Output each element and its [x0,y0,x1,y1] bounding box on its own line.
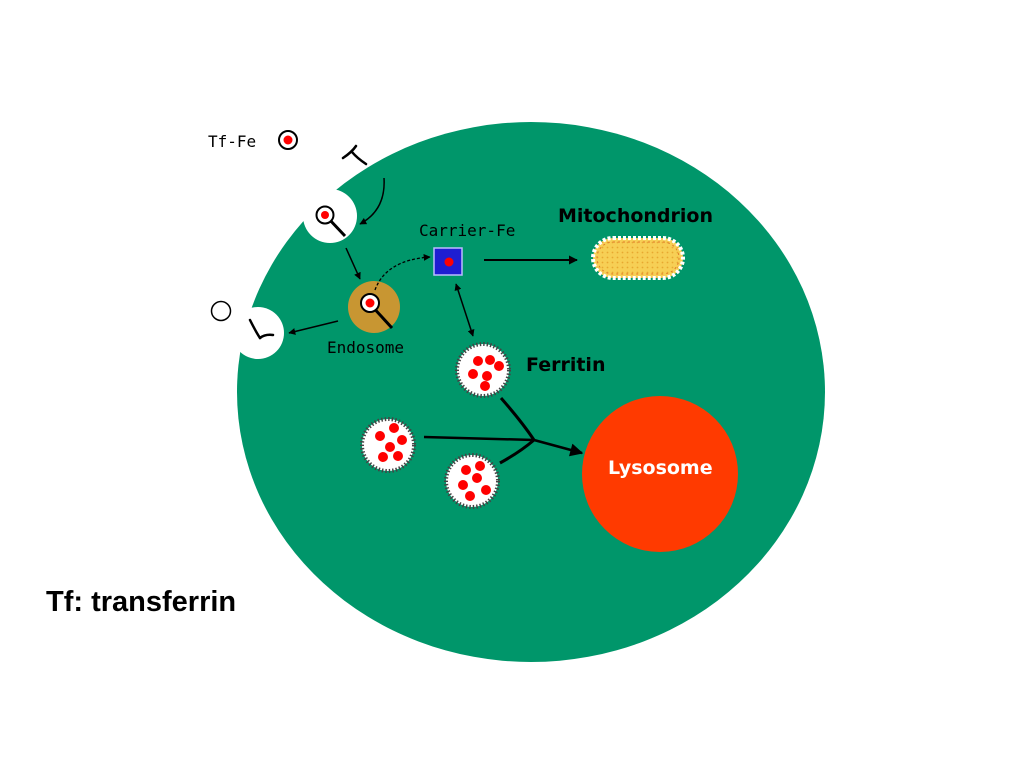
arrow-binding [359,177,385,225]
arrow-endosome-to-carrier [374,253,431,291]
lysosome-label: Lysosome [608,457,713,479]
mitochondrion-icon [591,236,685,280]
arrow-carrier-ferritin [454,283,475,337]
carrier-fe-label: Carrier-Fe [419,221,515,240]
ferritin-particle-left-icon [360,417,416,473]
endosome-icon [348,281,400,333]
mitochondrion-label: Mitochondrion [558,205,713,227]
recycled-receptor-icon [248,318,275,340]
tf-fe-label: Tf-Fe [208,132,256,151]
caption-text: Tf: transferrin [46,586,237,618]
arrows-ferritin-to-lysosome [423,397,584,465]
lysosome-icon [582,396,738,552]
free-receptor-icon [341,144,368,166]
apo-transferrin-icon [210,300,232,322]
arrow-internalization [345,247,361,280]
receptor-bound-tf-fe-icon [315,205,347,238]
arrow-recycling [288,320,339,335]
tf-fe-particle-icon [278,130,298,150]
ferritin-label: Ferritin [526,354,605,376]
endosome-label: Endosome [327,338,404,357]
carrier-fe-icon [433,247,463,276]
ferritin-particle-bottom-icon [444,453,500,509]
ferritin-particle-main-icon [455,342,511,398]
